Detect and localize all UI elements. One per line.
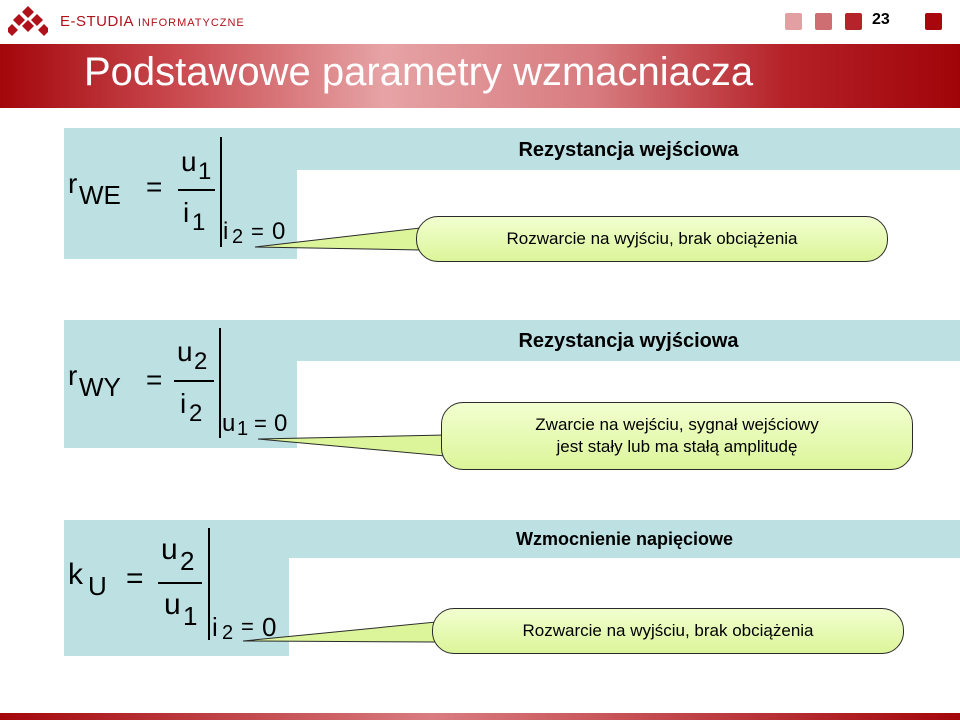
condition-equals: = xyxy=(251,219,264,244)
bottom-bar xyxy=(0,713,960,720)
formula-numerator-sub: 1 xyxy=(198,158,212,185)
evaluation-bar xyxy=(220,137,222,247)
formula-equals: = xyxy=(146,364,163,395)
decor-square-3 xyxy=(845,13,862,30)
formula-numerator-sub: 2 xyxy=(180,546,195,576)
decor-square-1 xyxy=(785,13,802,30)
section-3-heading: Wzmocnienie napięciowe xyxy=(515,529,734,549)
callout-line: jest stały lub ma stałą amplitudę xyxy=(556,437,798,456)
condition-value: 0 xyxy=(262,612,277,642)
formula-denominator-sub: 1 xyxy=(183,601,198,631)
section-3-callout: Rozwarcie na wyjściu, brak obciążenia xyxy=(432,608,904,654)
condition-variable: i xyxy=(223,218,229,245)
callout-line: Rozwarcie na wyjściu, brak obciążenia xyxy=(506,229,798,248)
formula-lhs-sub: WY xyxy=(79,372,121,402)
formula-numerator-sub: 2 xyxy=(194,348,208,375)
formula-numerator: u xyxy=(161,533,178,566)
section-1-heading: Rezystancja wejściowa xyxy=(518,139,739,161)
condition-equals: = xyxy=(241,614,254,639)
fraction-bar xyxy=(158,582,202,584)
section-2-callout: Zwarcie na wejściu, sygnał wejściowy jes… xyxy=(441,402,913,470)
condition-value: 0 xyxy=(274,410,288,437)
formula-denominator: i xyxy=(183,197,190,228)
evaluation-bar xyxy=(208,528,210,640)
title-bar xyxy=(0,44,960,108)
slide-title: Podstawowe parametry wzmacniacza xyxy=(84,50,754,94)
decor-square-4 xyxy=(925,13,942,30)
condition-value: 0 xyxy=(272,218,286,245)
callout-line: Zwarcie na wejściu, sygnał wejściowy xyxy=(535,415,819,434)
condition-sub: 2 xyxy=(222,622,234,644)
condition-sub: 1 xyxy=(237,418,249,440)
formula-denominator: u xyxy=(164,588,181,621)
evaluation-bar xyxy=(219,328,221,438)
formula-numerator: u xyxy=(181,146,197,177)
decor-square-2 xyxy=(815,13,832,30)
formula-equals: = xyxy=(146,171,163,202)
brand-name: E-STUDIA INFORMATYCZNE xyxy=(60,13,245,30)
condition-variable: u xyxy=(222,410,236,437)
formula-lhs-sub: U xyxy=(88,571,107,601)
brand-sub: INFORMATYCZNE xyxy=(137,17,245,29)
formula-denominator-sub: 1 xyxy=(192,209,206,236)
condition-variable: i xyxy=(212,612,218,642)
formula-denominator: i xyxy=(180,388,187,419)
section-1-callout: Rozwarcie na wyjściu, brak obciążenia xyxy=(416,216,888,262)
formula-equals: = xyxy=(126,562,144,595)
fraction-bar xyxy=(174,380,214,382)
condition-equals: = xyxy=(254,411,267,436)
formula-denominator-sub: 2 xyxy=(189,400,203,427)
formula-lhs-base: r xyxy=(68,360,78,391)
formula-numerator: u xyxy=(177,336,193,367)
formula-lhs-sub: WE xyxy=(79,180,121,210)
section-2-heading: Rezystancja wyjściowa xyxy=(518,330,739,352)
callout-line: Rozwarcie na wyjściu, brak obciążenia xyxy=(522,621,814,640)
brand-main: E-STUDIA xyxy=(60,13,134,30)
estudia-logo-icon xyxy=(8,6,48,36)
formula-lhs-base: r xyxy=(68,168,78,199)
page-number: 23 xyxy=(872,11,890,28)
condition-sub: 2 xyxy=(232,226,244,248)
formula-lhs-base: k xyxy=(68,558,83,591)
fraction-bar xyxy=(178,189,215,191)
